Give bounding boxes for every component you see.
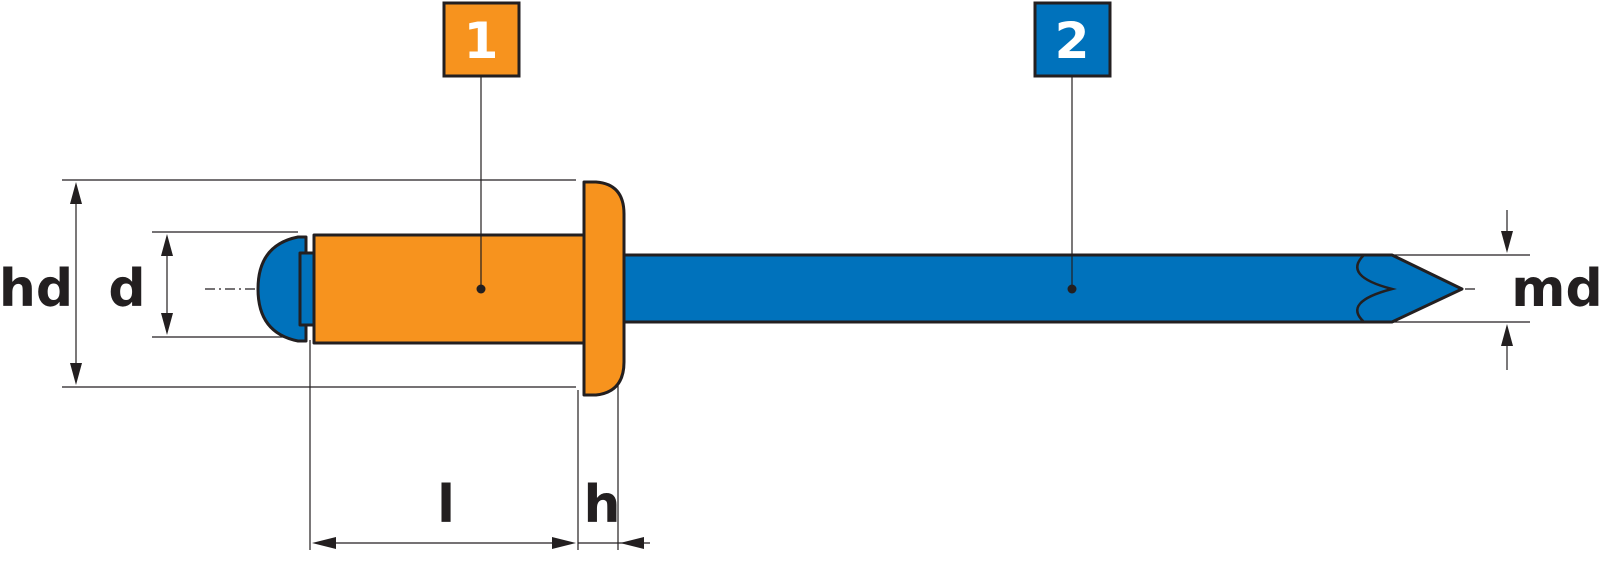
callout-2: 2 (1033, 1, 1112, 78)
callout-1-box (442, 1, 521, 78)
dimension-l (312, 537, 576, 549)
dimension-d (161, 234, 173, 335)
dimension-md (1501, 210, 1513, 370)
mandrel-tip-notch (1356, 254, 1397, 323)
dimension-hd (70, 182, 82, 385)
callout-1: 1 (442, 1, 521, 78)
dimension-h (578, 537, 650, 549)
mandrel-shank (618, 253, 1464, 324)
label-h: h (583, 475, 620, 535)
leader-dot-2 (1067, 284, 1077, 294)
label-hd: hd (0, 259, 73, 319)
label-l: l (437, 475, 455, 535)
rivet-body-flange (582, 180, 626, 397)
callout-1-label: 1 (464, 12, 499, 70)
extension-lines (62, 179, 1530, 550)
callout-2-label: 2 (1055, 12, 1090, 70)
label-md: md (1511, 259, 1602, 319)
rivet-body-sleeve (312, 233, 586, 345)
mandrel-neck (298, 251, 316, 327)
mandrel-head (256, 235, 308, 343)
leader-dot-1 (476, 284, 486, 294)
callout-2-box (1033, 1, 1112, 78)
label-d: d (108, 259, 145, 319)
